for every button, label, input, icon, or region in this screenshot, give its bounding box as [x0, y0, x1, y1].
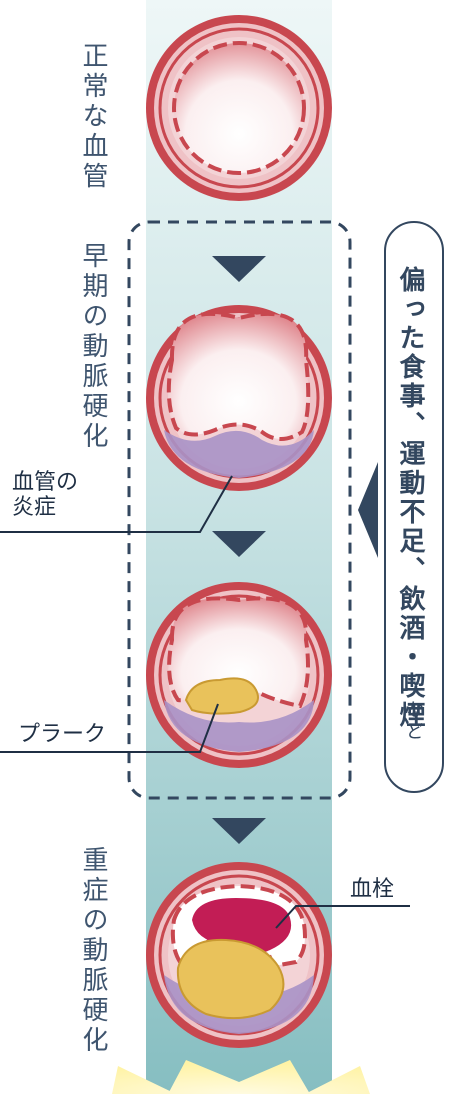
stage-label-early: 早期の動脈硬化	[78, 242, 108, 452]
severe-plaque-blob	[176, 938, 285, 1020]
inflammation-layer	[164, 430, 314, 478]
vessel-severe-thrombus	[146, 862, 332, 1048]
stage-label-severe: 重症の動脈硬化	[78, 846, 108, 1056]
causes-box	[384, 221, 444, 793]
down-arrow-2	[212, 531, 266, 557]
down-arrow-1	[212, 256, 266, 282]
vessel-early-inflammation	[146, 305, 332, 491]
plaque-leader-line	[0, 703, 219, 753]
callout-plaque: プラーク	[18, 722, 107, 747]
cause-pointer-arrow	[358, 462, 378, 558]
vessel-early-plaque	[146, 582, 332, 768]
light-glow	[112, 1060, 370, 1094]
causes-main-text: 偏った食事、運動不足、飲酒・喫煙	[395, 266, 425, 730]
early-stage-dashed-frame	[127, 220, 352, 800]
plaque-blob	[184, 677, 259, 715]
vessel-normal	[146, 15, 332, 201]
inflammation-leader-line	[0, 475, 233, 533]
thrombus-leader-line	[275, 905, 410, 929]
callout-inflammation: 血管の 炎症	[12, 470, 79, 521]
causes-suffix-text: など	[403, 700, 424, 744]
callout-thrombus: 血栓	[350, 877, 395, 902]
stage-label-normal: 正常な血管	[78, 42, 108, 192]
down-arrow-3	[212, 818, 266, 844]
